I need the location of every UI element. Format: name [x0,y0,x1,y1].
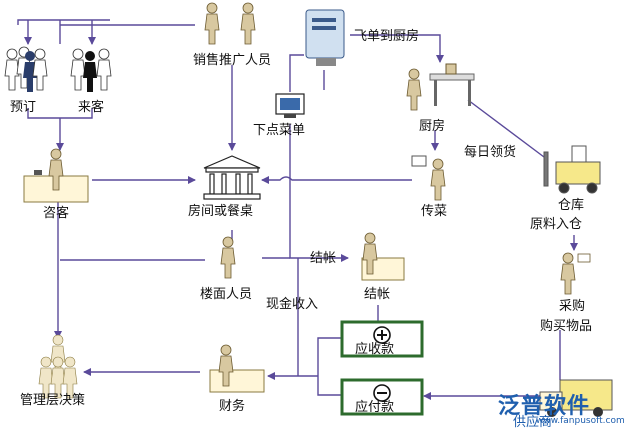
warehouse-in-label: 原料入仓 [530,217,583,232]
serve-staff-icon [411,155,446,201]
receivable-label: 应收款 [355,342,395,357]
preorder-label: 预订 [10,100,37,115]
supplier-label: 供应商 [513,415,553,430]
forklift-icon [543,145,601,194]
purchaser-icon [560,252,591,295]
finance-label: 财务 [219,399,246,414]
supplier-truck-icon [539,379,613,417]
buy-goods-label: 购买物品 [540,319,593,334]
cash-income-label: 现金收入 [266,297,319,312]
receivable-box [340,320,424,358]
purchase-label: 采购 [559,299,586,314]
reception-label: 咨客 [43,206,70,221]
preorder-group-icon [4,46,48,92]
daily-pick-label: 每日领货 [464,145,517,160]
sales-staff-icon [204,2,256,45]
watermark-url: www.fanpusoft.com [536,416,625,426]
reception-icon [23,148,89,203]
finance-desk-icon [209,344,265,393]
checkout-flow-label: 结帐 [310,251,337,266]
cashier-desk-icon [361,232,405,281]
kitchen-label: 厨房 [419,119,446,134]
guest-label: 来客 [78,100,105,115]
watermark-brand: 泛普软件 [498,394,591,419]
cashier-label: 结帐 [364,287,391,302]
floor-staff-icon [220,236,236,279]
kitchen-cook-icon [406,63,475,111]
connectors [17,19,578,400]
floor-staff-label: 楼面人员 [200,287,253,302]
guest-group-icon [70,48,112,92]
serve-label: 传菜 [421,204,448,219]
management-icon [38,334,78,399]
room-table-label: 房间或餐桌 [188,204,254,219]
computer-server-icon [305,9,345,66]
sales-label: 销售推广人员 [193,53,272,68]
payable-label: 应付款 [355,400,395,415]
pc-monitor-icon [275,93,305,118]
bank-building-icon [203,155,261,200]
fly-order-label: 飞单到厨房 [354,29,420,44]
payable-box [340,378,424,416]
management-label: 管理层决策 [20,393,86,408]
order-pc-label: 下点菜单 [253,123,306,138]
warehouse-label: 仓库 [558,198,585,213]
